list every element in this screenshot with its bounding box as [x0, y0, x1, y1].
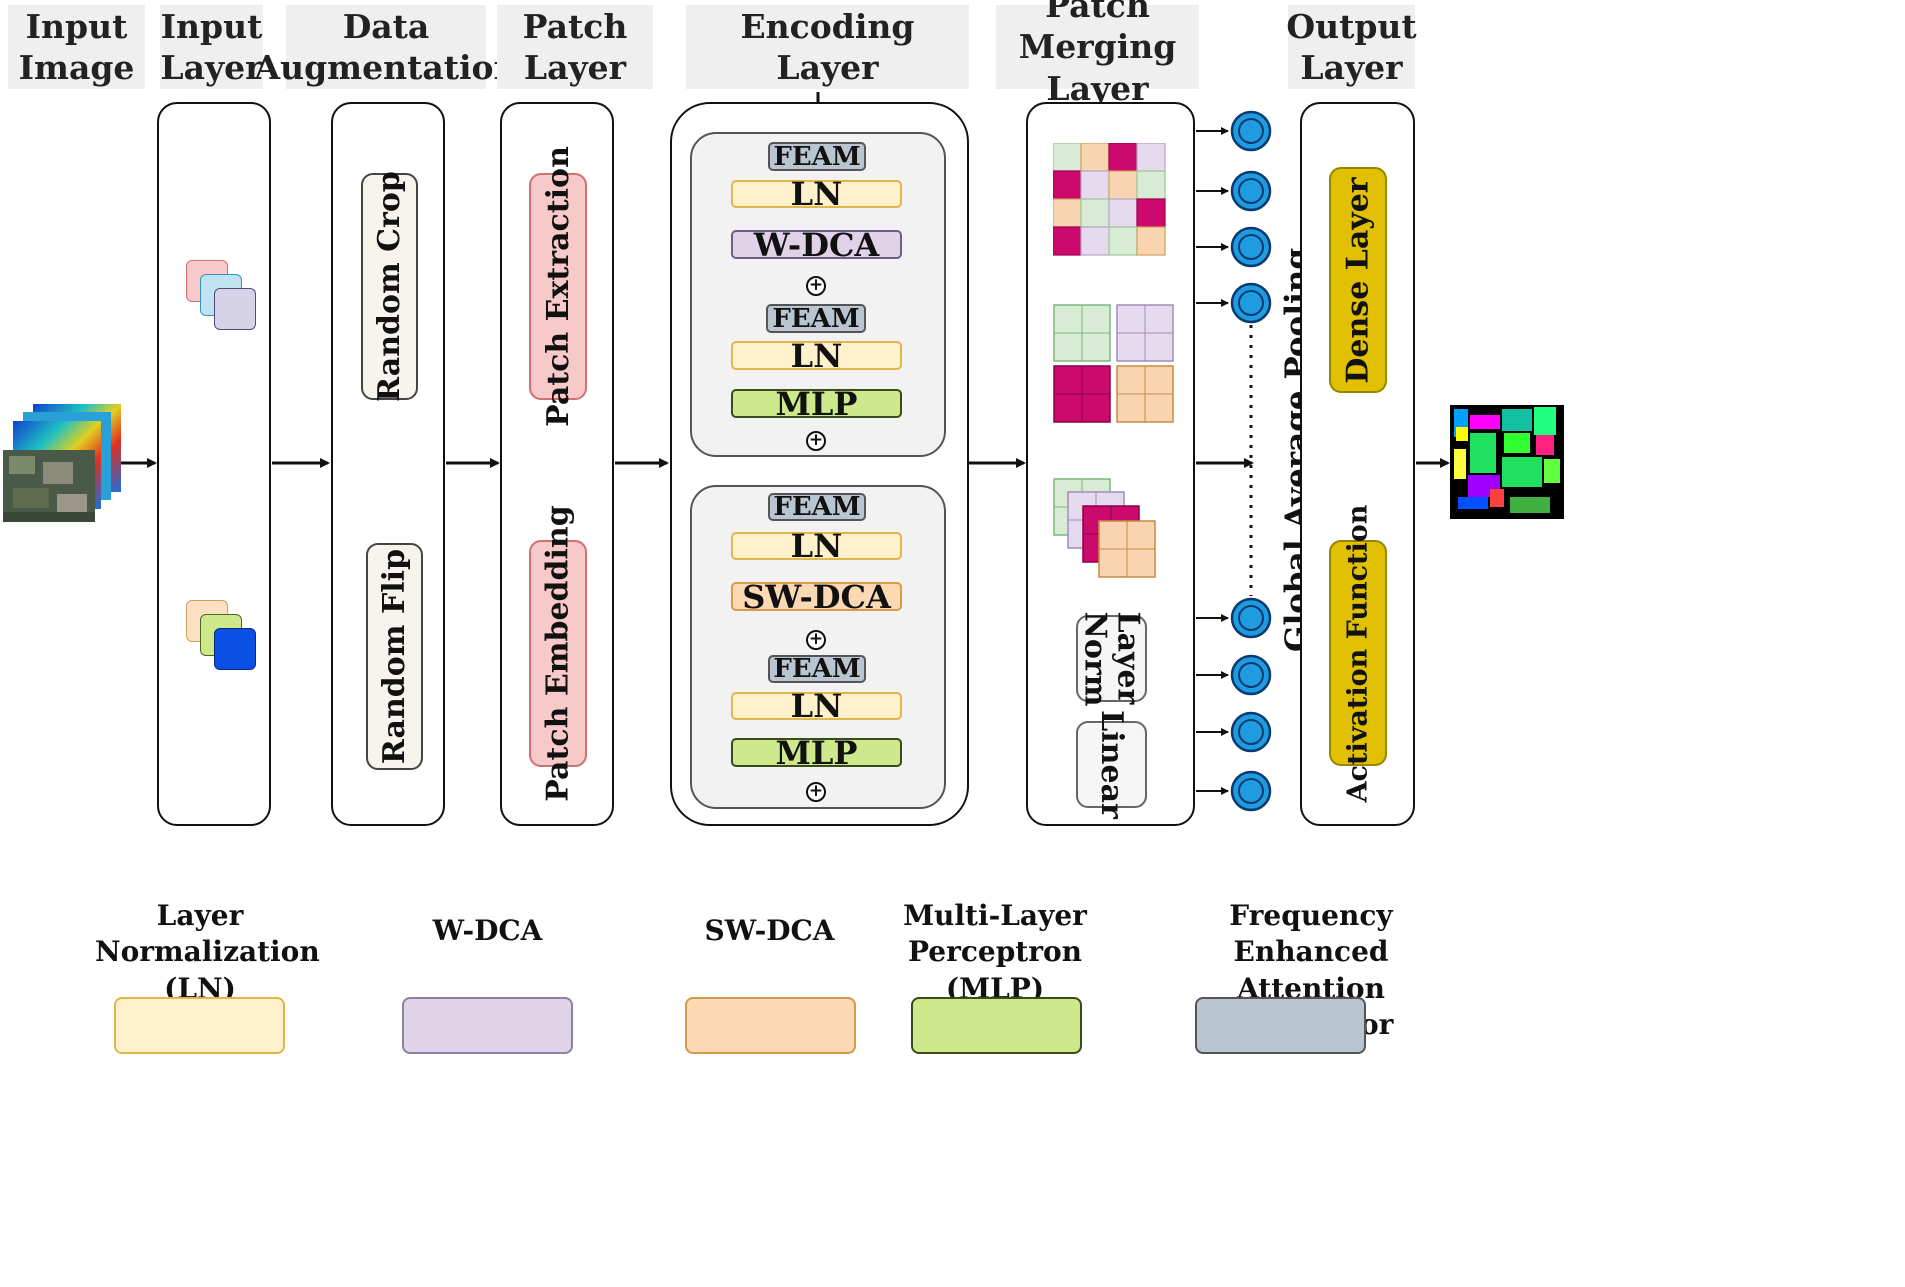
- pooling-nodes: [1230, 110, 1272, 812]
- patch-grid-4x4: [1053, 143, 1166, 256]
- layer-norm-box: Layer Norm: [1076, 611, 1147, 706]
- residual-add-icon: +: [806, 782, 826, 802]
- header-output-layer: Output Layer: [1286, 5, 1417, 89]
- input-channel-tile: [214, 288, 256, 330]
- ln-block: LN: [731, 337, 902, 375]
- linear-label: Linear: [1094, 710, 1130, 819]
- legend-swatch-mlp: [911, 997, 1082, 1054]
- legend-label-ln: Layer Normalization (LN): [95, 899, 320, 1005]
- mlp-block: MLP: [731, 734, 902, 772]
- patch-embedding-label: Patch Embedding: [540, 505, 576, 802]
- residual-add-icon: +: [806, 431, 826, 451]
- feam-block: FEAM: [768, 654, 866, 684]
- sw-dca-block: SW-DCA: [731, 578, 902, 616]
- header-data-augmentation: Data Augmentation: [254, 5, 518, 89]
- patch-extraction-box: Patch Extraction: [529, 146, 587, 427]
- legend-label-w-dca: W-DCA: [432, 914, 543, 947]
- header-patch-layer: Patch Layer: [497, 5, 653, 89]
- ln-block: LN: [731, 527, 902, 565]
- header-input-image: Input Image: [8, 5, 145, 89]
- patch-embedding-box: Patch Embedding: [529, 505, 587, 802]
- random-crop-label: Random Crop: [372, 171, 407, 402]
- residual-add-icon: +: [806, 276, 826, 296]
- patch-grid-grouped: [1053, 304, 1174, 423]
- random-flip-box: Random Flip: [366, 543, 423, 770]
- legend-swatch-ln: [114, 997, 285, 1054]
- activation-function-label: Activation Function: [1342, 504, 1374, 802]
- feam-block: FEAM: [768, 142, 866, 172]
- hyperspectral-cube-image: [3, 404, 121, 522]
- legend-swatch-sw-dca: [685, 997, 856, 1054]
- legend-label-mlp: Multi-Layer Perceptron (MLP): [903, 899, 1087, 1005]
- activation-function-box: Activation Function: [1329, 504, 1387, 802]
- legend-swatch-w-dca: [402, 997, 573, 1054]
- legend-label-sw-dca: SW-DCA: [704, 914, 835, 947]
- header-patch-merging-layer: Patch Merging Layer: [996, 0, 1199, 108]
- legend-swatch-feam: [1195, 997, 1366, 1054]
- feam-block: FEAM: [766, 304, 866, 334]
- header-input-layer: Input Layer: [160, 5, 263, 89]
- feam-block: FEAM: [768, 492, 866, 522]
- header-encoding-layer: Encoding Layer: [686, 5, 969, 89]
- layer-norm-label: Layer Norm: [1077, 611, 1146, 706]
- patch-extraction-label: Patch Extraction: [540, 146, 576, 427]
- dense-layer-box: Dense Layer: [1329, 167, 1387, 393]
- dense-layer-label: Dense Layer: [1340, 176, 1376, 384]
- mlp-block: MLP: [731, 385, 902, 423]
- linear-box: Linear: [1076, 710, 1147, 819]
- residual-add-icon: +: [806, 630, 826, 650]
- classification-map-image: [1450, 405, 1564, 519]
- ln-block: LN: [731, 175, 902, 213]
- random-crop-box: Random Crop: [361, 171, 418, 402]
- w-dca-block: W-DCA: [731, 226, 902, 264]
- ln-block: LN: [731, 687, 902, 725]
- random-flip-label: Random Flip: [377, 548, 412, 765]
- patch-grid-stacked: [1053, 478, 1156, 578]
- input-layer-panel: [157, 102, 271, 826]
- input-channel-tile: [214, 628, 256, 670]
